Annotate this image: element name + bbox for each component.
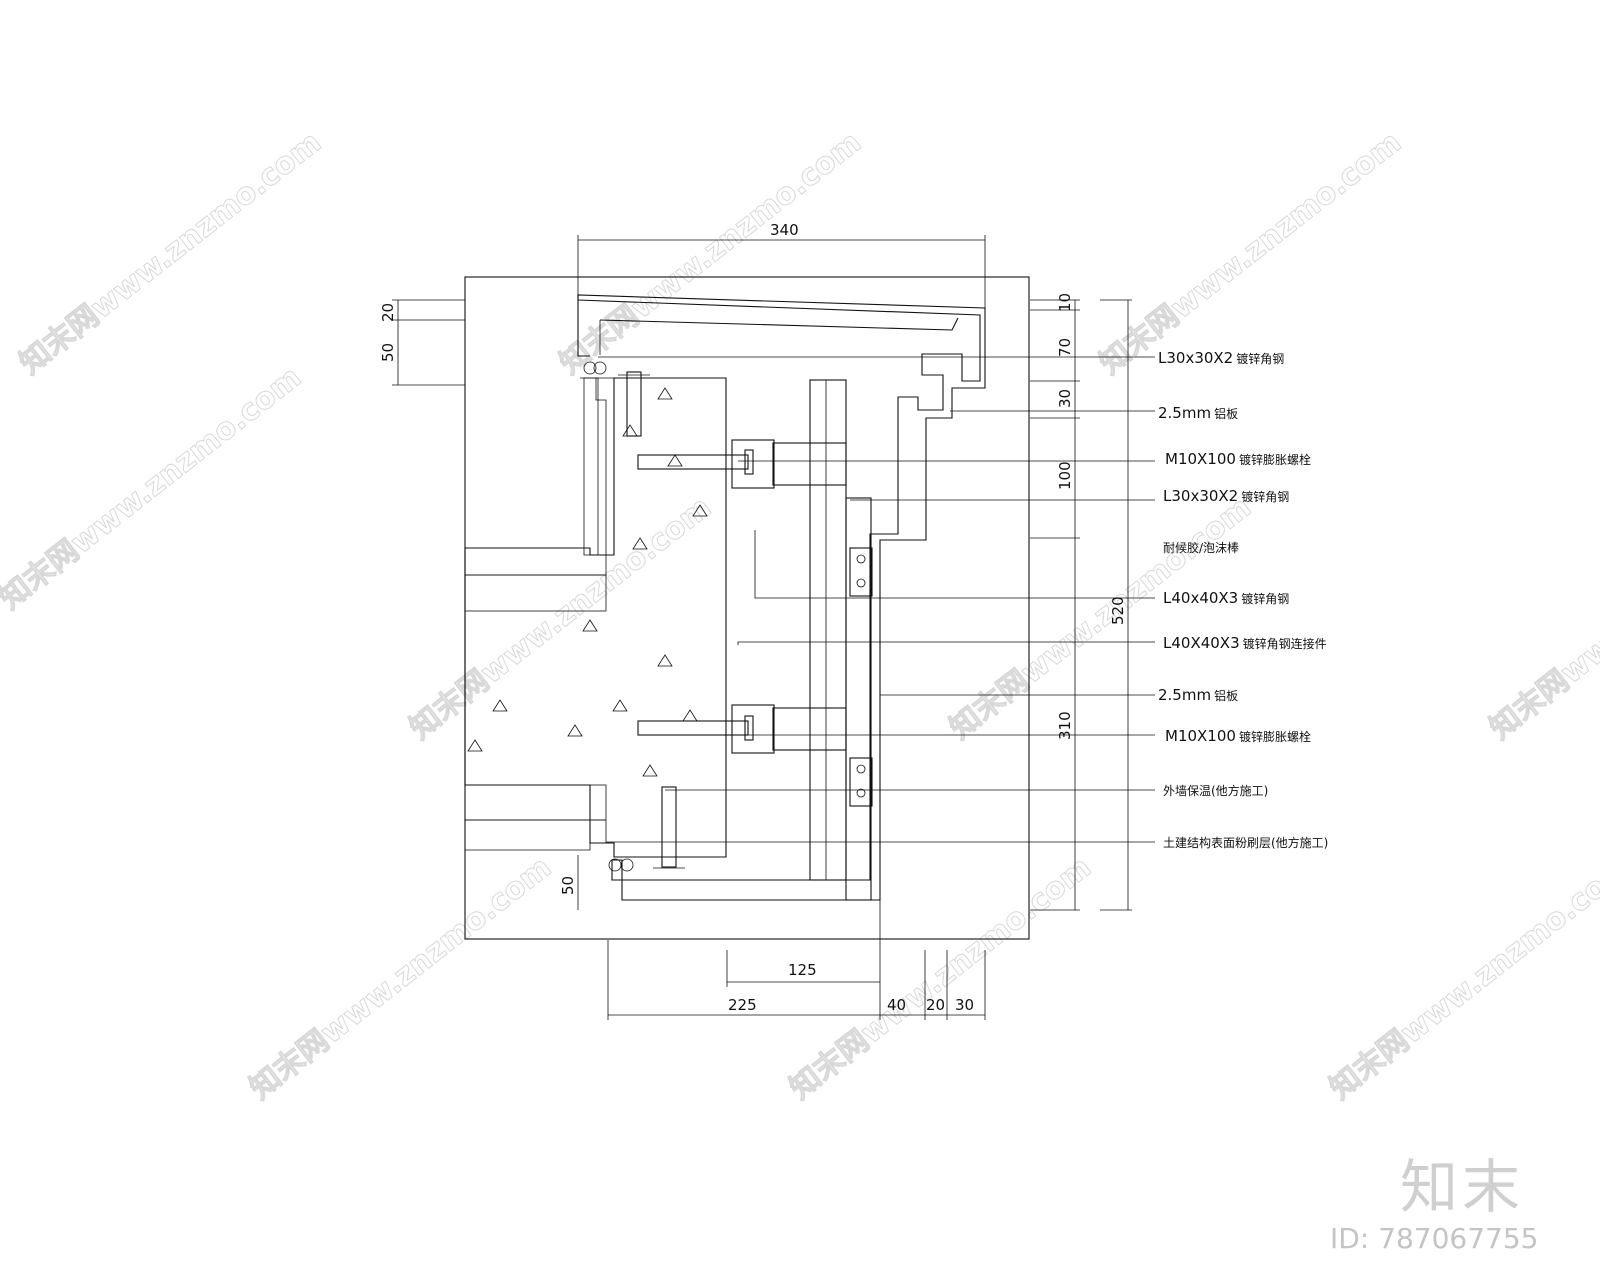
watermark-text: 知末网www.znzmo.com bbox=[943, 490, 1258, 747]
watermark-text: 知末网www.znzmo.com bbox=[403, 490, 718, 747]
dim-bottom-20: 20 bbox=[926, 996, 945, 1014]
anchor-plates bbox=[731, 439, 873, 807]
watermark-id: ID: 787067755 bbox=[1330, 1222, 1539, 1255]
watermark-text: 知末网www.znzmo.com bbox=[553, 125, 868, 382]
backer-rods bbox=[583, 361, 634, 872]
dim-left-50-bottom: 50 bbox=[559, 876, 577, 895]
dimension-lines bbox=[392, 235, 1132, 1020]
dim-left-20: 20 bbox=[379, 303, 397, 322]
watermark-text: 知末网www.znzmo.com bbox=[1323, 850, 1600, 1107]
dim-bottom-225: 225 bbox=[728, 996, 757, 1014]
watermarks: 知末网www.znzmo.com 知末网www.znzmo.com 知末网www… bbox=[0, 124, 1600, 1107]
dim-left-50-top: 50 bbox=[379, 343, 397, 362]
watermark-text: 知末网www.znzmo.com bbox=[0, 360, 308, 617]
watermark-text: 知末网www.znzmo.com bbox=[1483, 490, 1600, 747]
steel-mullion bbox=[772, 379, 872, 901]
callout-4: 耐候胶/泡沫棒 bbox=[1163, 540, 1239, 555]
dim-right-70: 70 bbox=[1056, 338, 1074, 357]
dim-right-30: 30 bbox=[1056, 389, 1074, 408]
callout-10: 土建结构表面粉刷层(他方施工) bbox=[1163, 835, 1328, 850]
watermark-text: 知末网www.znzmo.com bbox=[243, 850, 558, 1107]
insulation-top bbox=[464, 574, 607, 612]
dim-bottom-40: 40 bbox=[887, 996, 906, 1014]
dim-top-width: 340 bbox=[770, 221, 799, 239]
watermark-logo: 知末 bbox=[1400, 1153, 1525, 1221]
dim-right-520: 520 bbox=[1109, 596, 1127, 625]
expansion-bolts bbox=[618, 371, 754, 869]
dim-bottom-30: 30 bbox=[955, 996, 974, 1014]
insulation-bottom bbox=[464, 784, 607, 821]
aluminium-top-cap bbox=[577, 294, 986, 901]
dim-bottom-125: 125 bbox=[788, 961, 817, 979]
leader-lines bbox=[598, 356, 1155, 843]
watermark-text: 知末网www.znzmo.com bbox=[1093, 125, 1408, 382]
dim-right-100: 100 bbox=[1056, 461, 1074, 490]
dim-right-10: 10 bbox=[1056, 293, 1074, 312]
callout-9: 外墙保温(他方施工) bbox=[1163, 783, 1268, 798]
watermark-text: 知末网www.znzmo.com bbox=[783, 850, 1098, 1107]
dim-right-310: 310 bbox=[1056, 711, 1074, 740]
watermark-text: 知末网www.znzmo.com bbox=[13, 125, 328, 382]
